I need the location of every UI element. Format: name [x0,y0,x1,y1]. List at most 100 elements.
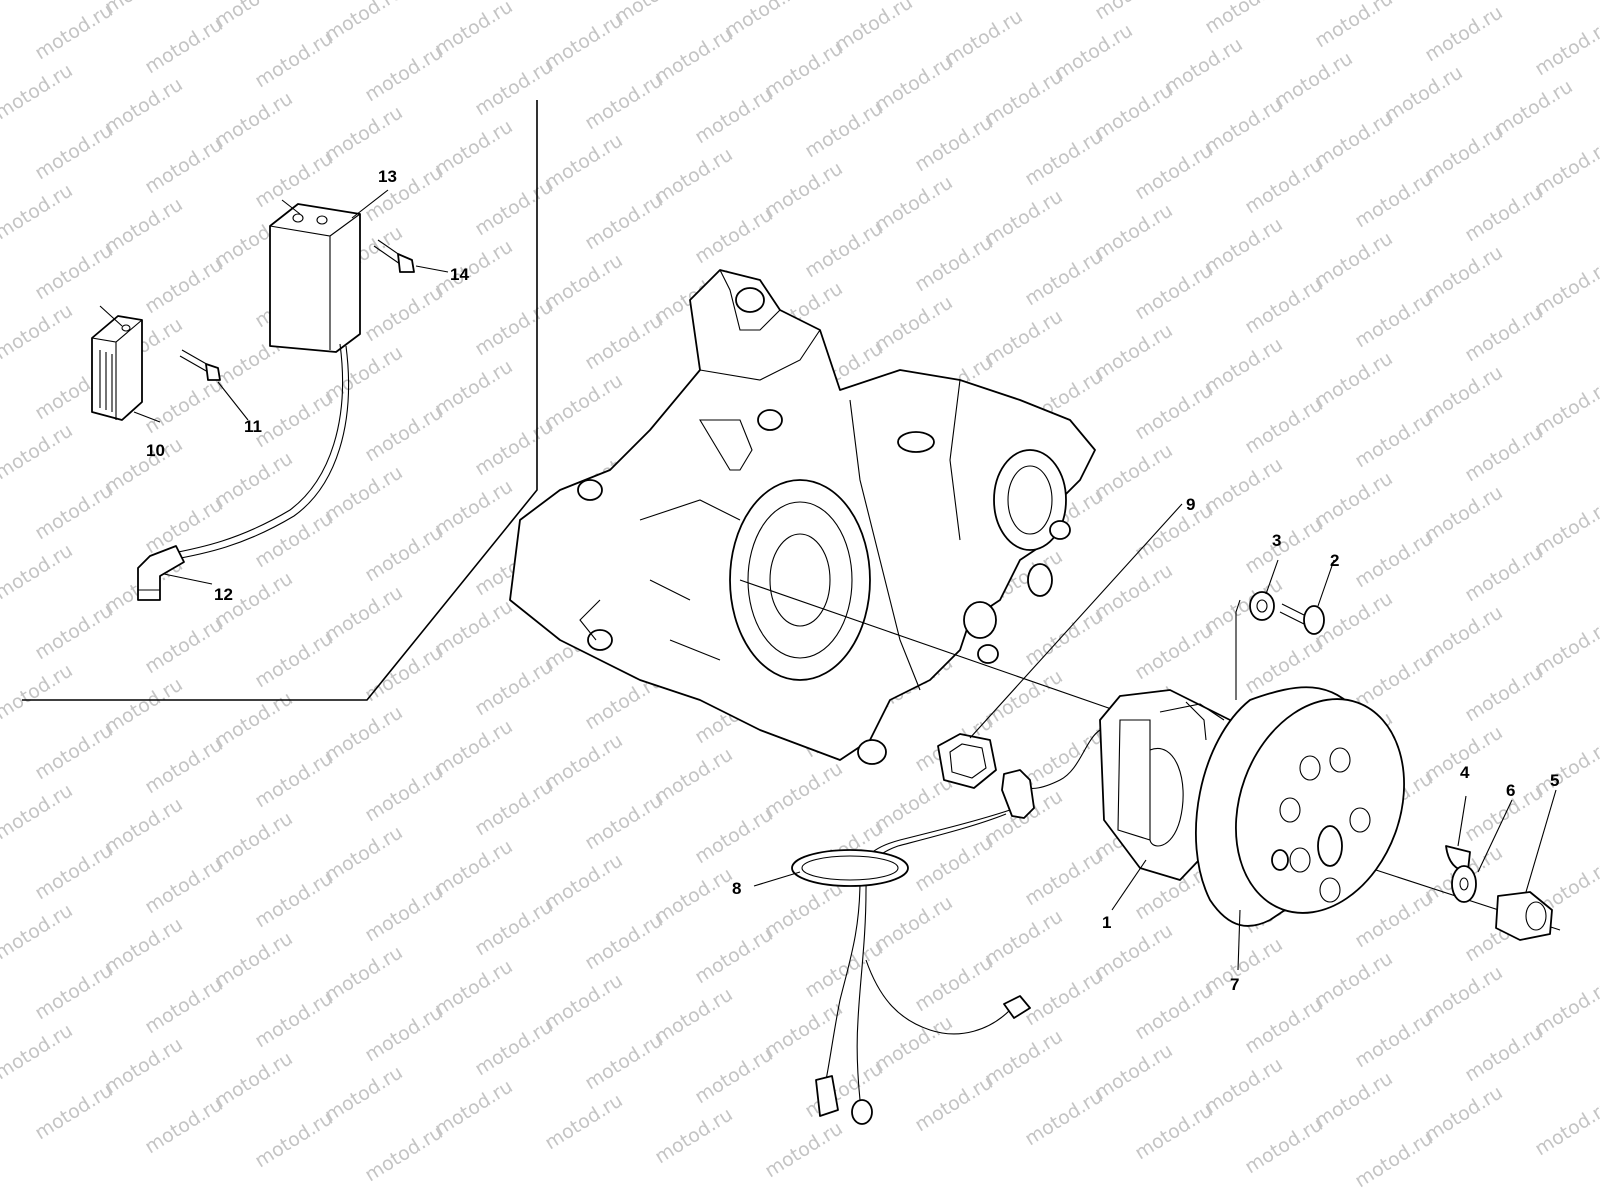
watermark-text: motod.ru [31,839,117,904]
watermark-text: motod.ru [1091,0,1177,24]
watermark-text: motod.ru [251,747,337,812]
watermark-text: motod.ru [911,231,997,296]
watermark-text: motod.ru [0,179,77,244]
watermark-text: motod.ru [1351,1007,1437,1072]
watermark-text: motod.ru [211,1047,297,1112]
watermark-text: motod.ru [651,863,737,928]
watermark-text: motod.ru [1491,75,1577,140]
watermark-text: motod.ru [211,807,297,872]
watermark-text: motod.ru [801,1057,887,1122]
watermark-text: motod.ru [761,37,847,102]
watermark-text: motod.ru [761,757,847,822]
watermark-text: motod.ru [1351,407,1437,472]
watermark-text: motod.ru [431,0,517,60]
watermark-text: motod.ru [1311,107,1397,172]
part-5-nut [1495,891,1553,941]
callout-13: 13 [378,167,397,186]
watermark-text: motod.ru [211,687,297,752]
watermark-text: motod.ru [1161,33,1247,98]
watermark-text: motod.ru [431,1075,517,1140]
watermark-text: motod.ru [1241,273,1327,338]
part-6-washer [1451,865,1477,903]
watermark-text: motod.ru [471,415,557,480]
watermark-text: motod.ru [541,369,627,434]
watermark-text: motod.ru [1421,601,1507,666]
watermark-text: motod.ru [1131,979,1217,1044]
watermark-text: motod.ru [651,143,737,208]
watermark-text: motod.ru [651,1103,737,1168]
watermark-text: motod.ru [141,733,227,798]
watermark-text: motod.ru [1351,167,1437,232]
watermark-text: motod.ru [1311,0,1397,52]
watermark-text: motod.ru [911,1071,997,1136]
watermark-text: motod.ru [141,853,227,918]
watermark-text: motod.ru [691,803,777,868]
watermark-text: motod.ru [101,433,187,498]
watermark-text: motod.ru [1241,393,1327,458]
watermark-text: motod.ru [361,1001,447,1066]
watermark-text: motod.ru [141,253,227,318]
watermark-text: motod.ru [1021,605,1107,670]
watermark-text: motod.ru [321,101,407,166]
watermark-text: motod.ru [1311,227,1397,292]
watermark-text: motod.ru [651,743,737,808]
watermark-text: motod.ru [211,87,297,152]
watermark-text: motod.ru [1421,1,1507,66]
part-11-bolt [179,349,221,381]
watermark-text: motod.ru [1051,19,1137,84]
watermark-text: motod.ru [541,129,627,194]
watermark-text: motod.ru [471,775,557,840]
watermark-text: motod.ru [981,185,1067,250]
watermark-text: motod.ru [0,539,77,604]
watermark-text: motod.ru [431,115,517,180]
watermark-text: motod.ru [1311,347,1397,412]
watermark-text: motod.ru [1461,1021,1547,1086]
watermark-text: motod.ru [1311,467,1397,532]
watermark-text: motod.ru [251,507,337,572]
watermark-text: motod.ru [31,479,117,544]
watermark-text: motod.ru [471,295,557,360]
watermark-text: motod.ru [871,51,957,116]
watermark-text: motod.ru [871,771,957,836]
watermark-text: motod.ru [541,249,627,314]
cdi-lead-wire [167,343,344,555]
watermark-text: motod.ru [1531,735,1600,800]
watermark-text: motod.ru [1201,213,1287,278]
watermark-text: motod.ru [361,401,447,466]
watermark-text: motod.ru [251,147,337,212]
watermark-text: motod.ru [1531,135,1600,200]
crank-axis-line [739,579,1121,713]
watermark-text: motod.ru [1131,259,1217,324]
watermark-text: motod.ru [1201,333,1287,398]
watermark-text: motod.ru [1311,1067,1397,1132]
watermark-text: motod.ru [431,355,517,420]
callout-7: 7 [1230,975,1239,994]
watermark-text: motod.ru [101,73,187,138]
screw-guide-line [1235,599,1241,700]
watermark-text: motod.ru [141,133,227,198]
watermark-text: motod.ru [981,1025,1067,1090]
watermark-text: motod.ru [251,867,337,932]
watermark-text: motod.ru [1421,961,1507,1026]
watermark-text: motod.ru [1461,661,1547,726]
watermark-text: motod.ru [1531,255,1600,320]
watermark-text: motod.ru [1201,0,1287,38]
watermark-text: motod.ru [101,193,187,258]
callout-4: 4 [1460,763,1470,782]
callout-1: 1 [1102,913,1111,932]
watermark-text: motod.ru [1421,1081,1507,1146]
watermark-text: motod.ru [801,97,887,162]
watermark-text: motod.ru [761,997,847,1062]
watermark-text: motod.ru [581,189,667,254]
watermark-text: motod.ru [0,419,77,484]
watermark-text: motod.ru [1461,781,1547,846]
watermark-text: motod.ru [1131,619,1217,684]
watermark-text: motod.ru [141,493,227,558]
watermark-text: motod.ru [1021,965,1107,1030]
watermark-text: motod.ru [651,983,737,1048]
watermark-text: motod.ru [251,1107,337,1172]
watermark-text: motod.ru [251,27,337,92]
watermark-text: motod.ru [1351,1127,1437,1192]
watermark-text: motod.ru [321,461,407,526]
watermark-text: motod.ru [1531,975,1600,1040]
